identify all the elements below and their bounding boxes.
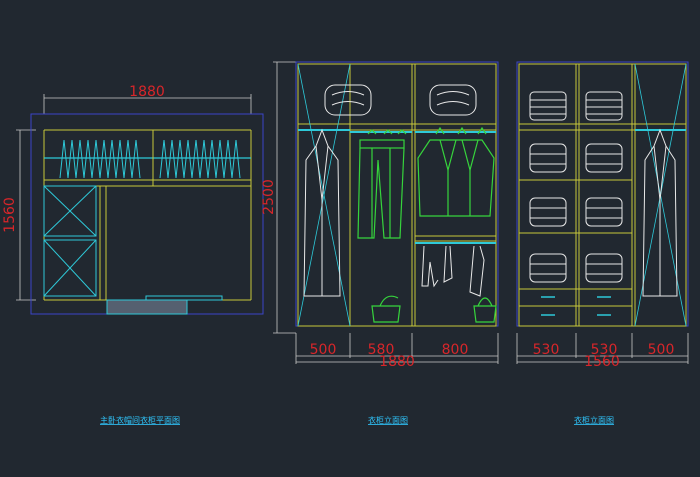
side-seg-1-label: 530 [533, 342, 560, 358]
front-outline [295, 61, 499, 327]
front-total-label: 1880 [379, 354, 415, 370]
front-width-dimensions: 500 580 800 1880 [295, 333, 499, 370]
front-caption: 衣柜立面图 [368, 415, 408, 425]
side-drawer-handles [541, 296, 611, 316]
side-long-coat [642, 128, 678, 297]
front-elevation: 2500 [261, 61, 499, 425]
side-seg-2-label: 530 [591, 342, 618, 358]
front-bags [371, 295, 497, 323]
side-seg-3-label: 500 [648, 342, 675, 358]
front-height-dimension: 2500 [261, 61, 296, 334]
front-long-coat [303, 128, 341, 297]
folded-stack [529, 91, 623, 121]
plan-bench [106, 299, 188, 315]
side-caption: 衣柜立面图 [574, 415, 614, 425]
side-elevation: 530 530 500 1560 衣柜立面图 [516, 61, 689, 425]
side-cabinet-frame [518, 63, 687, 327]
front-jackets [417, 126, 495, 217]
plan-width-dimension: 1880 [43, 84, 252, 114]
front-seg-1-label: 500 [310, 342, 337, 358]
side-total-label: 1560 [584, 354, 620, 370]
front-cabinet-frame [297, 63, 497, 327]
plan-depth-dimension: 1560 [2, 129, 36, 301]
plan-cabinet-frame [43, 129, 252, 301]
front-height-label: 2500 [261, 179, 277, 215]
side-folded-clothes [529, 91, 623, 283]
plan-hangers [59, 139, 241, 179]
plan-width-label: 1880 [129, 84, 165, 100]
front-scarves [421, 245, 485, 297]
side-width-dimensions: 530 530 500 1560 [516, 333, 689, 370]
front-seg-3-label: 800 [442, 342, 469, 358]
front-trousers [357, 129, 407, 239]
side-outline [516, 61, 689, 327]
front-seg-2-label: 580 [368, 342, 395, 358]
front-door-lines [297, 63, 351, 327]
plan-bench-top [145, 295, 223, 301]
front-storage-boxes [324, 84, 477, 116]
plan-depth-label: 1560 [2, 197, 18, 233]
plan-view: 1880 1560 [2, 84, 264, 425]
plan-caption: 主卧衣帽间衣柜平面图 [100, 415, 180, 425]
front-hanger-rails [298, 129, 496, 244]
plan-side-shelves [43, 185, 97, 297]
